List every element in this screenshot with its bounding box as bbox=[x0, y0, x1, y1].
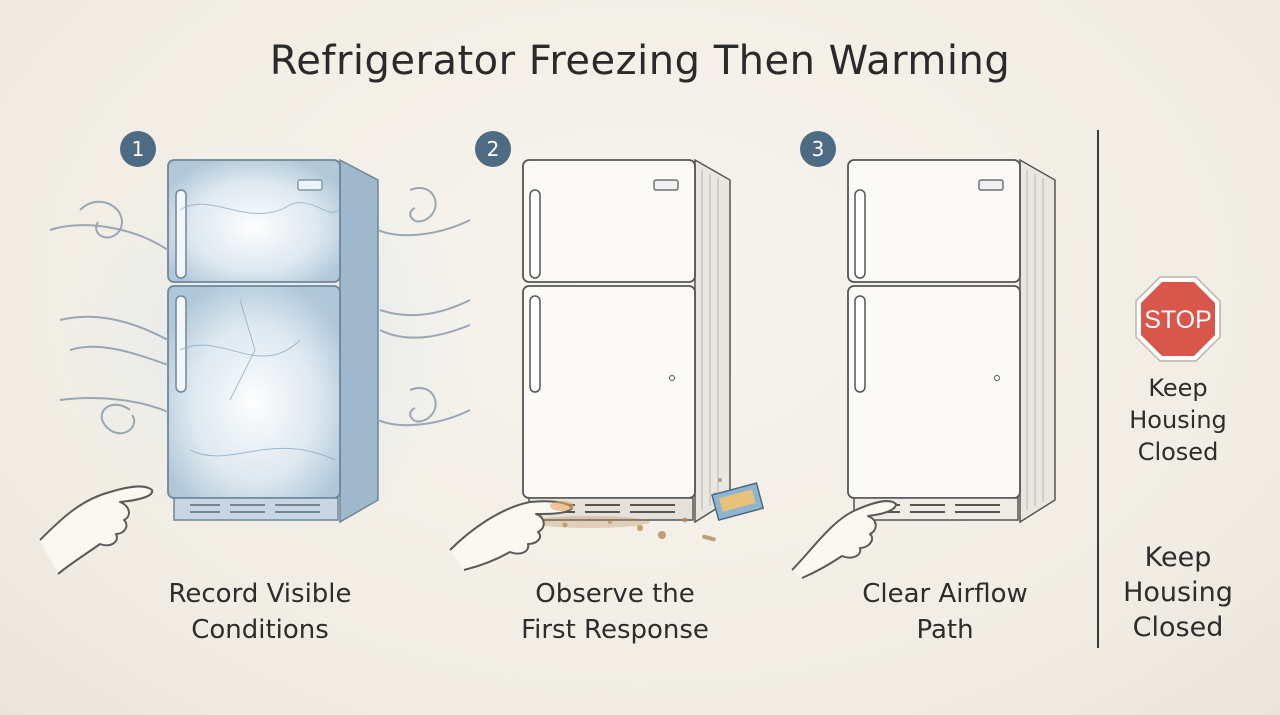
step-1-badge: 1 bbox=[120, 131, 156, 167]
warning-upper-line1: Keep bbox=[1148, 374, 1208, 402]
page-title: Refrigerator Freezing Then Warming bbox=[269, 38, 1011, 84]
frosted-refrigerator-illustration bbox=[49, 140, 480, 540]
pointing-hand-icon bbox=[791, 500, 897, 579]
pointing-hand-icon bbox=[449, 500, 574, 571]
warning-lower-line2: Housing bbox=[1123, 577, 1233, 608]
step-3-badge: 3 bbox=[800, 131, 836, 167]
warning-upper-line2: Housing bbox=[1129, 406, 1227, 434]
step-1-caption-line1: Record Visible bbox=[168, 579, 352, 609]
stop-sign-text: STOP bbox=[1144, 306, 1212, 334]
step-2-badge: 2 bbox=[475, 131, 511, 167]
pointing-hand-icon bbox=[39, 485, 154, 575]
warning-label-upper: Keep Housing Closed bbox=[1108, 372, 1248, 468]
stop-sign-icon: STOP bbox=[1135, 276, 1221, 362]
refrigerator-with-debris-illustration bbox=[522, 158, 765, 542]
warning-label-lower: Keep Housing Closed bbox=[1108, 540, 1248, 645]
step-3-caption-line2: Path bbox=[916, 615, 974, 645]
warning-lower-line3: Closed bbox=[1132, 612, 1224, 643]
step-2-caption: Observe the First Response bbox=[480, 576, 750, 648]
step-1-caption-line2: Conditions bbox=[191, 615, 329, 645]
step-3-caption: Clear Airflow Path bbox=[815, 576, 1075, 648]
step-2-caption-line1: Observe the bbox=[535, 579, 695, 609]
step-1-caption: Record Visible Conditions bbox=[130, 576, 390, 648]
clean-refrigerator-illustration bbox=[847, 158, 1056, 524]
warning-upper-line3: Closed bbox=[1137, 438, 1219, 466]
warning-lower-line1: Keep bbox=[1144, 542, 1212, 573]
step-2-caption-line2: First Response bbox=[521, 615, 709, 645]
column-divider bbox=[1097, 130, 1099, 648]
step-3-caption-line1: Clear Airflow bbox=[862, 579, 1028, 609]
